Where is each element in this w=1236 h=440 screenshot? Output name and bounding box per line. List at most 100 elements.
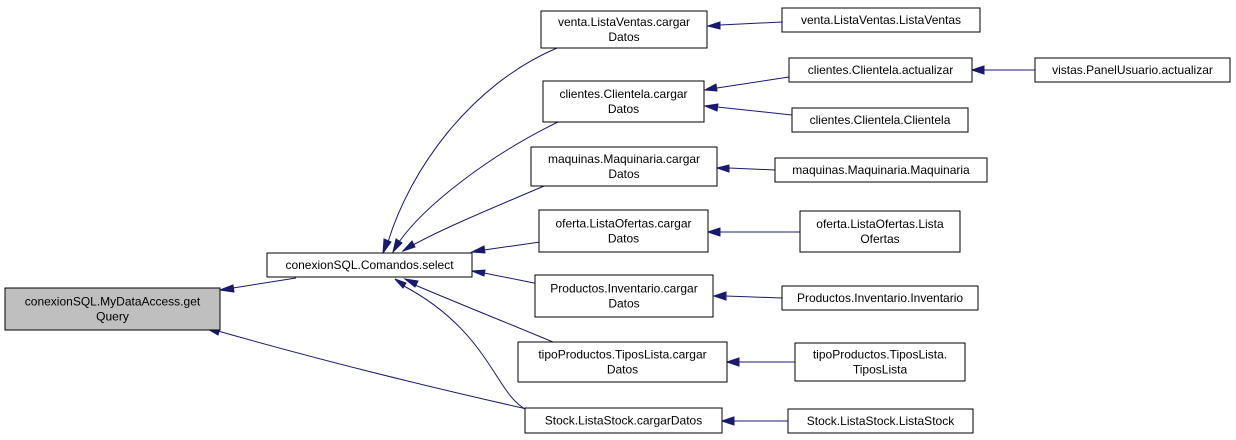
- call-edge-vistas_actualizar-to-clientes_actualizar: [970, 65, 1035, 75]
- node-box: [542, 80, 705, 123]
- arrowhead-icon: [712, 291, 727, 301]
- node-label-line: Datos: [608, 167, 639, 181]
- node-box: [530, 146, 718, 187]
- edge-line: [217, 330, 528, 410]
- call-edge-venta_cargar-to-select: [382, 47, 558, 255]
- node-label-line: Stock.ListaStock.ListaStock: [807, 414, 955, 428]
- edge-line: [399, 283, 528, 411]
- call-edge-stock_cargar-to-getquery: [204, 327, 528, 410]
- edge-line: [716, 106, 793, 116]
- node-label-line: clientes.Clientela.Clientela: [810, 113, 951, 127]
- arrowhead-icon: [401, 240, 416, 253]
- node-venta-ctor[interactable]: venta.ListaVentas.ListaVentas: [781, 7, 981, 33]
- edge-line: [716, 76, 790, 89]
- node-box: [4, 287, 221, 331]
- node-oferta-ctor[interactable]: oferta.ListaOfertas.ListaOfertas: [799, 210, 961, 253]
- call-edge-oferta_cargar-to-select: [470, 241, 541, 254]
- call-edge-stock_cargar-to-select: [394, 278, 528, 411]
- node-label-line: Productos.Inventario.Inventario: [797, 291, 963, 305]
- node-label-line: Query: [96, 310, 129, 324]
- arrowhead-icon: [725, 357, 740, 367]
- node-label-line: maquinas.Maquinaria.cargar: [548, 152, 700, 166]
- node-tipo-ctor[interactable]: tipoProductos.TiposLista.TiposLista: [794, 342, 966, 382]
- node-label-line: Datos: [608, 297, 639, 311]
- node-label-line: Datos: [608, 232, 639, 246]
- arrowhead-icon: [218, 284, 235, 293]
- call-edge-maquinas_cargar-to-select: [401, 185, 545, 253]
- node-box: [540, 10, 708, 49]
- node-box: [794, 342, 966, 382]
- node-clientes-actualizar[interactable]: clientes.Clientela.actualizar: [788, 57, 973, 83]
- node-label-line: conexionSQL.MyDataAccess.get: [25, 295, 201, 309]
- arrowhead-icon: [471, 269, 486, 277]
- node-label-line: tipoProductos.TiposLista.: [813, 348, 947, 362]
- node-label-line: Datos: [608, 102, 639, 116]
- arrowhead-icon: [470, 245, 486, 254]
- call-edge-stock_ctor-to-stock_cargar: [720, 416, 788, 426]
- node-box: [517, 341, 728, 383]
- call-edge-venta_ctor-to-venta_cargar: [706, 21, 783, 30]
- call-edge-clientes_ctor-to-clientes_cargar: [703, 103, 793, 116]
- node-box: [788, 57, 973, 83]
- edge-line: [398, 121, 559, 243]
- node-box: [538, 209, 709, 253]
- node-box: [524, 407, 723, 434]
- edge-line: [719, 21, 783, 26]
- node-label-line: Stock.ListaStock.cargarDatos: [545, 414, 702, 428]
- edge-line: [412, 185, 545, 246]
- node-productos-cargar[interactable]: Productos.Inventario.cargarDatos: [534, 274, 714, 318]
- node-label-line: tipoProductos.TiposLista.cargar: [538, 348, 706, 362]
- node-box: [774, 157, 988, 183]
- node-tipo-cargar[interactable]: tipoProductos.TiposLista.cargarDatos: [517, 341, 728, 383]
- node-select[interactable]: conexionSQL.Comandos.select: [266, 252, 473, 278]
- call-edge-productos_ctor-to-productos_cargar: [712, 291, 783, 301]
- node-label-line: maquinas.Maquinaria.Maquinaria: [792, 163, 970, 177]
- node-oferta-cargar[interactable]: oferta.ListaOfertas.cargarDatos: [538, 209, 709, 253]
- node-label-line: oferta.ListaOfertas.Lista: [816, 217, 944, 231]
- call-edge-clientes_cargar-to-select: [392, 121, 559, 254]
- node-box: [791, 107, 969, 133]
- node-clientes-ctor[interactable]: clientes.Clientela.Clientela: [791, 107, 969, 133]
- node-label-line: venta.ListaVentas.ListaVentas: [801, 13, 961, 27]
- node-label-line: conexionSQL.Comandos.select: [285, 258, 454, 272]
- call-edge-oferta_ctor-to-oferta_cargar: [706, 227, 800, 237]
- arrowhead-icon: [706, 227, 721, 237]
- arrowhead-icon: [382, 238, 392, 255]
- node-stock-ctor[interactable]: Stock.ListaStock.ListaStock: [787, 408, 974, 434]
- node-box: [799, 210, 961, 253]
- node-label-line: Ofertas: [860, 232, 899, 246]
- call-edge-clientes_actualizar-to-clientes_cargar: [703, 76, 790, 92]
- arrowhead-icon: [720, 416, 735, 426]
- node-box: [1034, 57, 1231, 83]
- node-productos-ctor[interactable]: Productos.Inventario.Inventario: [781, 285, 979, 311]
- node-label-line: venta.ListaVentas.cargar: [558, 15, 690, 29]
- node-box: [534, 274, 714, 318]
- edge-line: [414, 284, 554, 343]
- node-stock-cargar[interactable]: Stock.ListaStock.cargarDatos: [524, 407, 723, 434]
- edge-line: [232, 277, 297, 289]
- edge-line: [483, 241, 541, 251]
- node-label-line: clientes.Clientela.cargar: [559, 87, 687, 101]
- node-box: [787, 408, 974, 434]
- node-maquinas-cargar[interactable]: maquinas.Maquinaria.cargarDatos: [530, 146, 718, 187]
- call-edge-tipo_cargar-to-select: [403, 278, 554, 343]
- nodes-layer: conexionSQL.MyDataAccess.getQueryconexio…: [4, 7, 1231, 434]
- node-vistas-actualizar[interactable]: vistas.PanelUsuario.actualizar: [1034, 57, 1231, 83]
- node-clientes-cargar[interactable]: clientes.Clientela.cargarDatos: [542, 80, 705, 123]
- node-label-line: Productos.Inventario.cargar: [550, 282, 697, 296]
- node-label-line: oferta.ListaOfertas.cargar: [555, 217, 691, 231]
- edge-line: [725, 295, 783, 299]
- node-box: [781, 285, 979, 311]
- edge-line: [483, 272, 540, 285]
- call-edge-select-to-getquery: [218, 277, 297, 293]
- arrowhead-icon: [970, 65, 985, 75]
- arrowhead-icon: [392, 238, 403, 254]
- node-box: [781, 7, 981, 33]
- arrowhead-icon: [394, 278, 407, 289]
- node-label-line: TiposLista: [853, 363, 908, 377]
- node-maquinas-ctor[interactable]: maquinas.Maquinaria.Maquinaria: [774, 157, 988, 183]
- node-venta-cargar[interactable]: venta.ListaVentas.cargarDatos: [540, 10, 708, 49]
- edge-line: [387, 47, 558, 243]
